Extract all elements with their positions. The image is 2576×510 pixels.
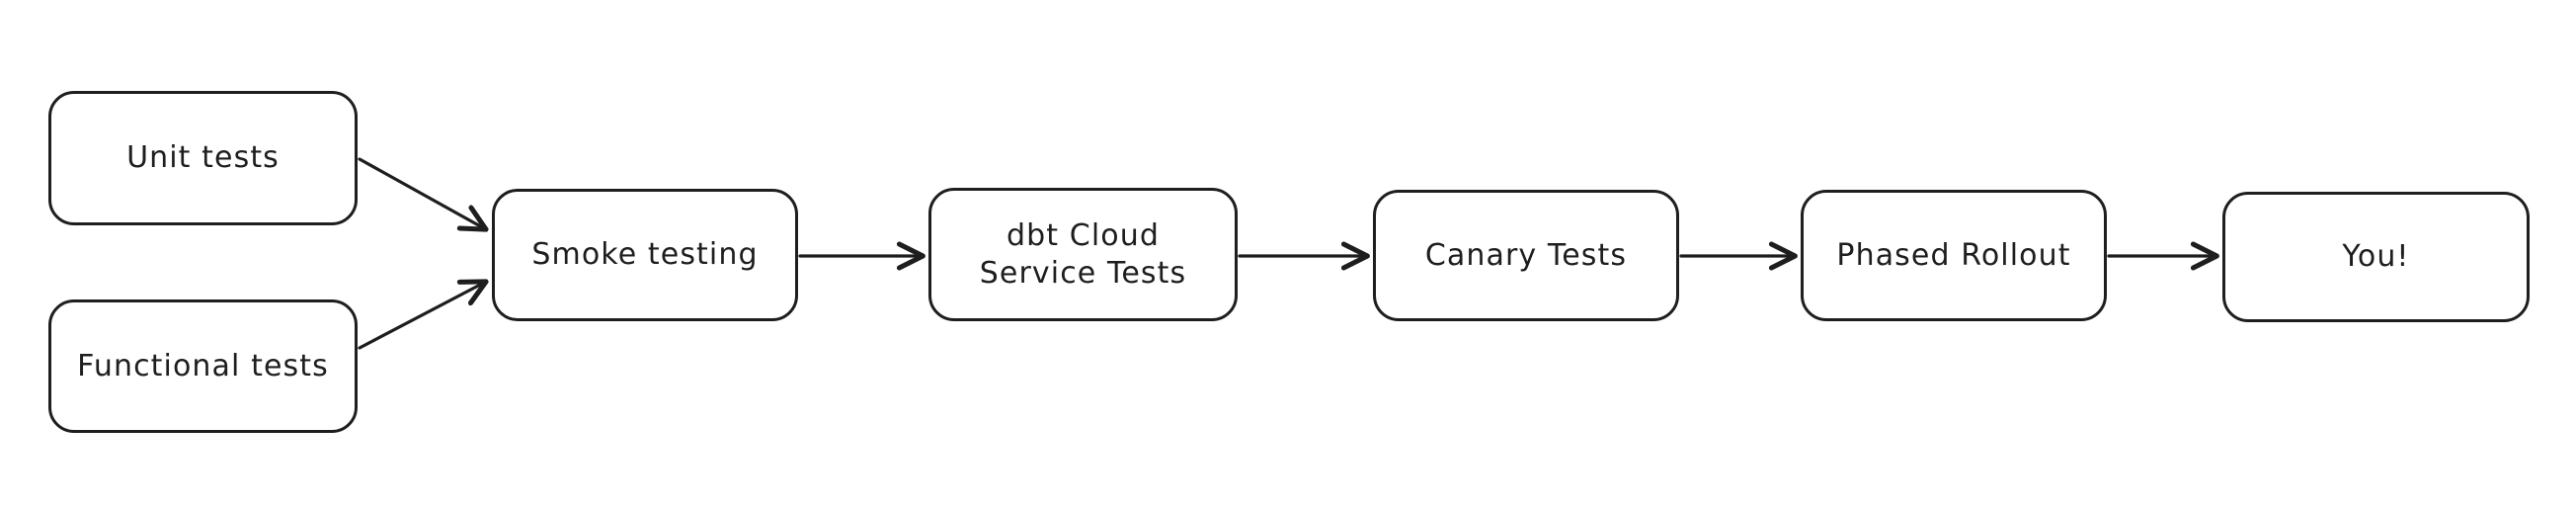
node-functional-tests-label: Functional tests — [77, 348, 329, 383]
node-unit-tests[interactable]: Unit tests — [48, 91, 358, 225]
node-canary-tests-label: Canary Tests — [1424, 237, 1628, 273]
node-phased-rollout-label: Phased Rollout — [1836, 237, 2071, 273]
node-unit-tests-label: Unit tests — [126, 140, 280, 176]
node-smoke-testing-label: Smoke testing — [531, 237, 759, 273]
node-dbt-cloud-service-tests-label: dbt Cloud Service Tests — [979, 217, 1187, 291]
node-smoke-testing[interactable]: Smoke testing — [492, 189, 798, 321]
edge-functional-tests-to-smoke-testing — [358, 283, 484, 350]
node-canary-tests[interactable]: Canary Tests — [1373, 190, 1679, 321]
node-functional-tests[interactable]: Functional tests — [48, 299, 358, 433]
node-you-label: You! — [2342, 239, 2410, 275]
node-dbt-cloud-service-tests[interactable]: dbt Cloud Service Tests — [928, 188, 1238, 321]
node-you[interactable]: You! — [2222, 192, 2530, 322]
edge-unit-tests-to-smoke-testing — [358, 157, 484, 228]
node-phased-rollout[interactable]: Phased Rollout — [1801, 190, 2107, 321]
